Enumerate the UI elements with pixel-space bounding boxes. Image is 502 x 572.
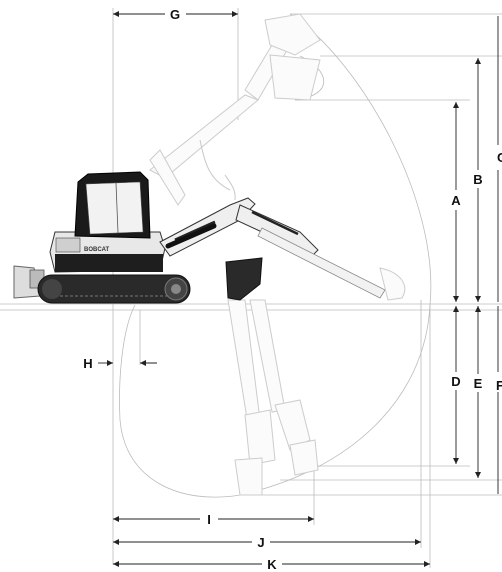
dimension-D: D: [451, 306, 461, 464]
dimension-E: E: [474, 306, 483, 478]
dimension-F: F: [496, 306, 502, 494]
dimension-C: C: [497, 16, 502, 302]
svg-text:E: E: [474, 376, 483, 391]
brand-logo: BOBCAT: [84, 247, 110, 253]
reach-envelope-arc: [119, 13, 432, 498]
dimension-I: I: [113, 512, 314, 527]
svg-text:F: F: [496, 378, 502, 393]
dimension-J: J: [113, 535, 421, 550]
svg-text:D: D: [451, 374, 460, 389]
svg-text:C: C: [497, 150, 502, 165]
svg-text:H: H: [83, 356, 92, 371]
ghost-arm-lowered: [227, 299, 319, 496]
svg-text:I: I: [207, 512, 211, 527]
svg-text:K: K: [267, 557, 277, 572]
svg-text:J: J: [257, 535, 264, 550]
svg-text:A: A: [451, 193, 461, 208]
excavator: BOBCAT: [13, 171, 406, 304]
svg-text:B: B: [473, 172, 482, 187]
dimension-A: A: [451, 102, 461, 302]
bucket: [225, 257, 263, 301]
dipper-arm: [235, 204, 319, 257]
dimension-B: B: [473, 58, 483, 302]
dimension-H: H: [83, 356, 157, 371]
svg-text:G: G: [170, 7, 180, 22]
ghost-arm-raised: [149, 13, 321, 206]
dimension-G: G: [113, 7, 238, 22]
dimension-K: K: [113, 557, 430, 572]
